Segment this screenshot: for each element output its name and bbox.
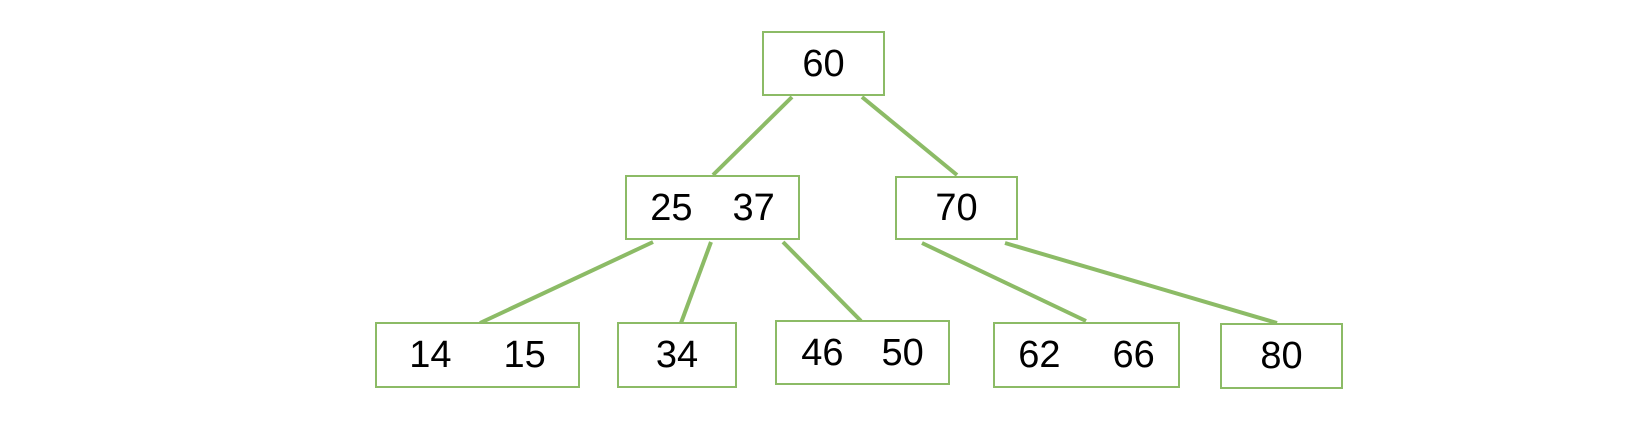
node-key: 80 bbox=[1260, 335, 1303, 377]
edge-60-to-25-37 bbox=[711, 95, 794, 177]
node-key: 46 bbox=[801, 331, 844, 374]
node-key: 15 bbox=[503, 334, 546, 376]
tree-node-80: 80 bbox=[1220, 323, 1343, 389]
edge-25-37-to-14-15 bbox=[479, 240, 654, 325]
tree-node-62-66: 62 66 bbox=[993, 322, 1180, 388]
tree-node-25-37: 25 37 bbox=[625, 175, 800, 240]
node-key: 14 bbox=[409, 334, 452, 376]
node-key: 70 bbox=[935, 187, 978, 229]
tree-node-70: 70 bbox=[895, 176, 1018, 240]
node-key: 50 bbox=[881, 331, 924, 374]
tree-node-46-50: 46 50 bbox=[775, 320, 950, 385]
tree-node-14-15: 14 15 bbox=[375, 322, 580, 388]
node-key: 34 bbox=[655, 334, 699, 376]
edge-60-to-70 bbox=[860, 95, 959, 177]
tree-node-34: 34 bbox=[617, 322, 737, 388]
node-key: 66 bbox=[1112, 334, 1155, 376]
edge-25-37-to-34 bbox=[679, 241, 713, 324]
edge-70-to-80 bbox=[1004, 241, 1278, 325]
node-key: 37 bbox=[732, 186, 775, 229]
node-key: 60 bbox=[802, 42, 845, 85]
edge-25-37-to-46-50 bbox=[781, 240, 863, 323]
node-key: 25 bbox=[650, 186, 693, 229]
edge-70-to-62-66 bbox=[921, 241, 1087, 323]
tree-node-60: 60 bbox=[762, 31, 885, 96]
node-key: 62 bbox=[1018, 334, 1061, 376]
